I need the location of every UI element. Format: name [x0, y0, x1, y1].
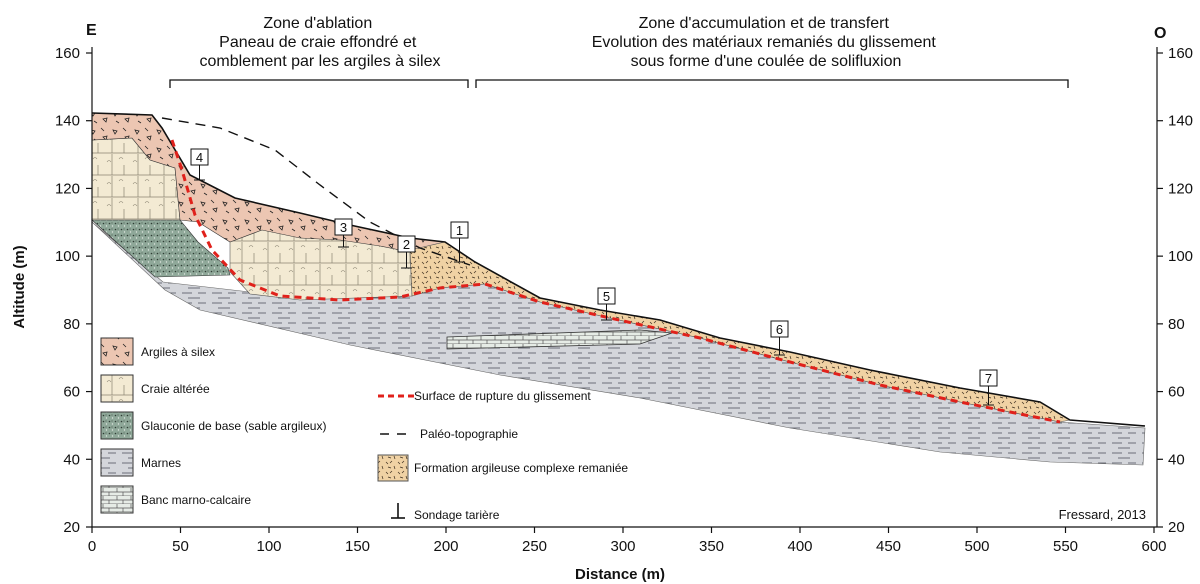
zone-ablation-title: Zone d'ablation Paneau de craie effondré… [200, 15, 441, 70]
borehole-1: 1 [450, 221, 469, 263]
x-tick-label: 550 [1053, 538, 1078, 555]
x-tick-label: 600 [1141, 538, 1166, 555]
borehole-label: 1 [456, 223, 463, 238]
svg-text:Craie altérée: Craie altérée [141, 382, 210, 396]
y-tick-label-left: 100 [55, 248, 80, 265]
borehole-label: 6 [776, 322, 783, 337]
legend-item-formation: Formation argileuse complexe remaniée [377, 454, 628, 482]
side-label-east: E [86, 22, 97, 39]
borehole-5: 5 [597, 287, 616, 321]
y-tick-label-right: 100 [1168, 248, 1193, 265]
y-tick-label-right: 40 [1168, 451, 1185, 468]
zone-bracket-ablation [169, 79, 469, 88]
x-tick-label: 400 [787, 538, 812, 555]
zone-bracket-accumulation [475, 79, 1069, 88]
borehole-label: 3 [340, 220, 347, 235]
paleo-topography-line [161, 117, 471, 266]
borehole-6: 6 [770, 320, 789, 356]
x-tick-label: 100 [256, 538, 281, 555]
y-tick-label-right: 80 [1168, 316, 1185, 333]
y-tick-label-left: 60 [63, 384, 80, 401]
y-tick-label-left: 120 [55, 180, 80, 197]
borehole-4: 4 [190, 148, 209, 181]
legend-item-marnes: Marnes [100, 448, 181, 477]
y-tick-label-right: 120 [1168, 180, 1193, 197]
y-ticks-right: 20 40 60 80 100 120 140 160 [1157, 45, 1193, 536]
x-tick-label: 300 [610, 538, 635, 555]
borehole-2: 2 [397, 235, 416, 269]
x-axis-label: Distance (m) [575, 566, 665, 583]
credit: Fressard, 2013 [1059, 507, 1146, 522]
y-tick-label-left: 160 [55, 45, 80, 62]
topography-line [91, 112, 1146, 427]
svg-text:Paléo-topographie: Paléo-topographie [420, 427, 518, 441]
x-tick-label: 150 [345, 538, 370, 555]
x-tick-label: 450 [876, 538, 901, 555]
borehole-label: 2 [403, 237, 410, 252]
borehole-label: 5 [603, 289, 610, 304]
x-tick-label: 250 [522, 538, 547, 555]
legend-left: Argiles à silex Craie altérée Glauconie … [100, 337, 326, 514]
x-tick-label: 200 [433, 538, 458, 555]
y-axis-label: Altitude (m) [11, 245, 28, 328]
y-tick-label-left: 40 [63, 451, 80, 468]
x-tick-label: 0 [88, 538, 96, 555]
svg-text:Surface de rupture du glisseme: Surface de rupture du glissement [414, 389, 591, 403]
svg-text:Argiles à silex: Argiles à silex [141, 345, 215, 359]
borehole-7: 7 [979, 369, 998, 406]
banc-layer [446, 329, 673, 350]
svg-text:Formation argileuse complexe r: Formation argileuse complexe remaniée [414, 461, 628, 475]
legend-item-glauconie: Glauconie de base (sable argileux) [100, 411, 326, 440]
svg-text:Marnes: Marnes [141, 456, 181, 470]
x-tick-label: 50 [172, 538, 189, 555]
legend-item-craie: Craie altérée [100, 374, 210, 403]
x-tick-label: 500 [964, 538, 989, 555]
x-tick-label: 350 [699, 538, 724, 555]
legend-right: Surface de rupture du glissement Paléo-t… [377, 389, 628, 522]
legend-item-rupture: Surface de rupture du glissement [378, 389, 591, 403]
borehole-label: 4 [196, 150, 203, 165]
side-label-west: O [1154, 25, 1166, 42]
x-ticks: 0 50 100 150 200 250 300 350 400 450 500 550 600 [88, 527, 1167, 555]
y-tick-label-left: 20 [63, 519, 80, 536]
legend-item-argiles: Argiles à silex [100, 337, 215, 366]
y-ticks-left: 20 40 60 80 100 120 140 160 [55, 45, 92, 536]
y-tick-label-left: 140 [55, 113, 80, 130]
borehole-3: 3 [334, 218, 353, 248]
svg-text:Banc marno-calcaire: Banc marno-calcaire [141, 493, 251, 507]
borehole-label: 7 [985, 371, 992, 386]
y-tick-label-right: 60 [1168, 384, 1185, 401]
y-tick-label-left: 80 [63, 316, 80, 333]
legend-item-banc: Banc marno-calcaire [100, 485, 251, 514]
svg-text:Glauconie de base (sable argil: Glauconie de base (sable argileux) [141, 419, 326, 433]
y-tick-label-right: 20 [1168, 519, 1185, 536]
zone-accumulation-title: Zone d'accumulation et de transfert Evol… [592, 15, 941, 70]
y-tick-label-right: 160 [1168, 45, 1193, 62]
legend-item-auger: Sondage tarière [391, 503, 500, 522]
rupture-surface-line [170, 139, 1061, 424]
legend-item-paleo: Paléo-topographie [380, 427, 518, 441]
y-tick-label-right: 140 [1168, 113, 1193, 130]
svg-text:Sondage tarière: Sondage tarière [414, 508, 500, 522]
